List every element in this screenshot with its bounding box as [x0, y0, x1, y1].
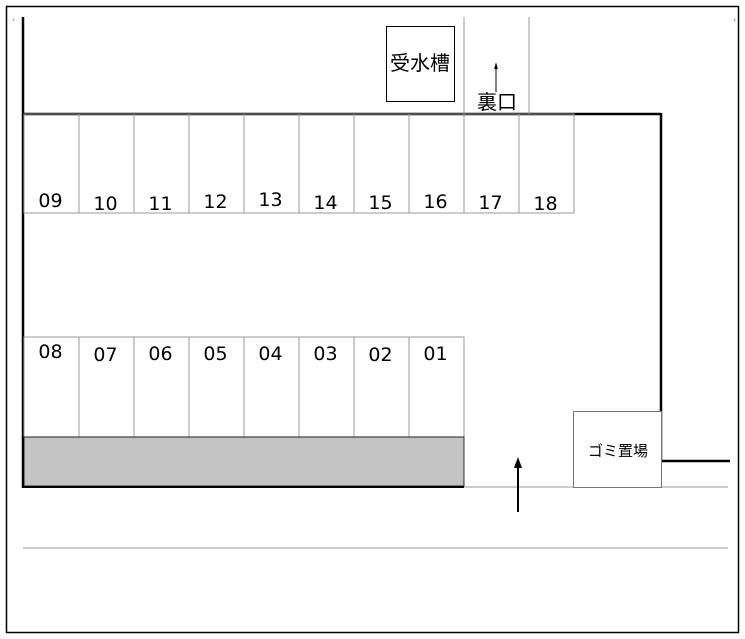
parking-stall: 01 [408, 336, 465, 438]
top-row-stalls: 09 10 11 12 13 14 15 16 17 18 [23, 113, 575, 215]
parking-stall: 18 [518, 113, 575, 215]
parking-stall: 12 [188, 113, 245, 214]
planting-strip [23, 436, 465, 487]
parking-stall: 17 [463, 113, 520, 214]
stall-number: 09 [38, 190, 62, 212]
stall-number: 14 [313, 192, 337, 214]
garbage-area-box [573, 411, 662, 488]
stall-number: 17 [478, 192, 502, 214]
outer-frame [5, 5, 740, 634]
parking-stall: 09 [23, 113, 80, 214]
stall-number: 06 [148, 343, 172, 365]
parking-stall: 03 [298, 336, 355, 438]
stall-number: 10 [93, 193, 117, 215]
bottom-row-stalls: 08 07 06 05 04 03 02 01 [23, 336, 465, 438]
parking-stall: 15 [353, 113, 410, 214]
parking-stall: 10 [78, 113, 135, 215]
stall-number: 05 [203, 343, 227, 365]
entrance-arrow-icon [514, 457, 522, 468]
parking-stall: 13 [243, 113, 300, 214]
stall-number: 11 [148, 193, 172, 215]
stall-outline [518, 113, 575, 214]
stall-number: 16 [423, 191, 447, 213]
parking-stall: 11 [133, 113, 190, 215]
stall-number: 02 [368, 344, 392, 366]
water-tank-box [386, 26, 455, 102]
stall-number: 08 [38, 341, 62, 363]
stall-number: 03 [313, 343, 337, 365]
parking-stall: 07 [78, 336, 135, 438]
stall-number: 07 [93, 344, 117, 366]
parking-stall: 08 [23, 336, 80, 438]
stall-number: 12 [203, 191, 227, 213]
stall-number: 18 [533, 193, 557, 215]
parking-stall: 06 [133, 336, 190, 438]
parking-stall: 04 [243, 336, 300, 438]
stall-number: 01 [423, 343, 447, 365]
back-entrance-arrow-icon [494, 62, 498, 69]
stall-number: 04 [258, 343, 282, 365]
water-tank-label: 受水槽 [390, 51, 450, 75]
stall-number: 15 [368, 192, 392, 214]
parking-stall: 02 [353, 336, 410, 438]
garbage-area-label: ゴミ置場 [588, 442, 648, 460]
back-entrance-label: 裏口 [477, 90, 517, 114]
parking-stall: 05 [188, 336, 245, 438]
right-edge-arrow-icon: ‹ [733, 15, 736, 24]
left-edge-arrow-icon: ‹ [12, 15, 15, 24]
parking-stall: 16 [408, 113, 465, 214]
stall-number: 13 [258, 189, 282, 211]
parking-stall: 14 [298, 113, 355, 214]
